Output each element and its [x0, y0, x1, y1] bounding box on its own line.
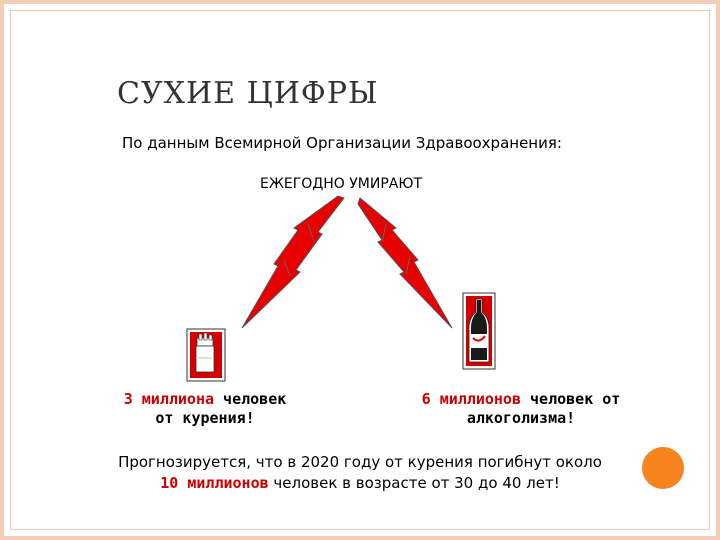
frame-right — [716, 0, 720, 540]
frame-left — [0, 0, 4, 540]
alcohol-rest: человек от — [521, 390, 621, 408]
smoking-rest: человек — [214, 390, 287, 408]
bottle-icon — [462, 292, 496, 370]
alcohol-stat: 6 миллионов человек от алкоголизма! — [396, 390, 646, 428]
smoking-number: 3 миллиона — [123, 390, 215, 408]
deaths-heading: ЕЖЕГОДНО УМИРАЮТ — [260, 176, 423, 192]
slide-subtitle: По данным Всемирной Организации Здравоох… — [122, 134, 562, 152]
lightning-bolt-left-icon — [241, 195, 345, 329]
slide-border — [10, 10, 710, 530]
alcohol-number: 6 миллионов — [421, 390, 521, 408]
frame-top — [0, 0, 720, 4]
orange-circle-decoration — [642, 447, 684, 489]
frame-bottom — [0, 536, 720, 540]
alcohol-line2: алкоголизма! — [466, 409, 576, 427]
lightning-bolt-right-icon — [357, 197, 453, 329]
smoking-stat: 3 миллиона человек от курения! — [90, 390, 320, 428]
forecast-line1: Прогнозируется, что в 2020 году от курен… — [118, 453, 602, 471]
forecast-text: Прогнозируется, что в 2020 году от курен… — [80, 452, 640, 494]
smoking-line2: от курения! — [155, 409, 255, 427]
slide-title: СУХИЕ ЦИФРЫ — [117, 76, 379, 111]
forecast-rest: человек в возрасте от 30 до 40 лет! — [268, 474, 560, 492]
cigarette-pack-icon — [186, 328, 226, 382]
forecast-number: 10 миллионов — [160, 474, 269, 492]
